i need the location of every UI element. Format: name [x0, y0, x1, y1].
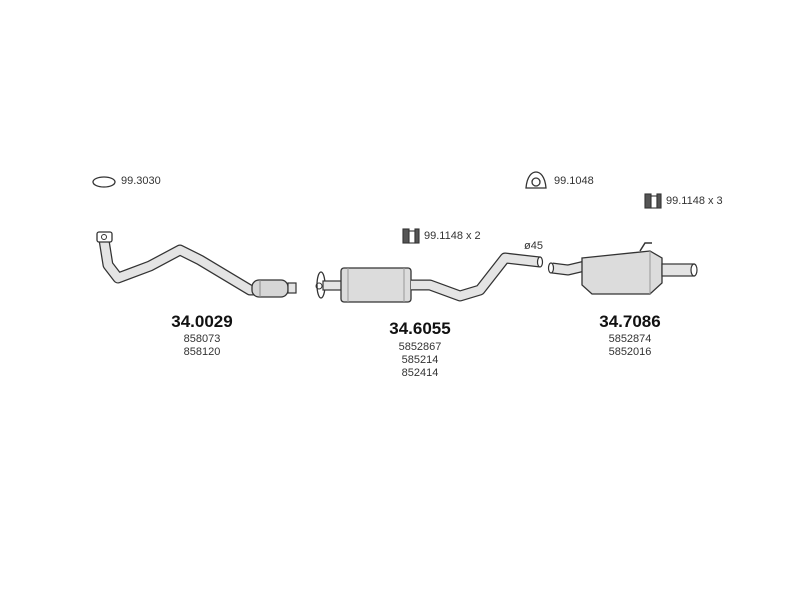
oe-ref: 585214: [401, 354, 439, 366]
part-number-front-pipe: 34.0029: [171, 312, 233, 331]
part-number-middle-silencer: 34.6055: [389, 319, 451, 338]
oe-ref: 5852867: [398, 341, 442, 353]
oe-refs-middle-silencer: 5852867 585214 852414: [370, 341, 470, 380]
middle-silencer-drawing: [315, 252, 544, 303]
oe-ref: 852414: [401, 367, 439, 379]
oe-ref: 858120: [183, 346, 221, 358]
oe-ref: 5852874: [608, 333, 652, 345]
hanger-part-number: 99.1048: [554, 175, 594, 187]
clamp-icon-middle: [402, 228, 420, 244]
clamp-icon-right: [644, 193, 662, 209]
oe-refs-rear-silencer: 5852874 5852016: [580, 333, 680, 359]
rubber-hanger-icon: [525, 171, 547, 189]
ring-gasket-icon: [92, 176, 116, 188]
oe-ref: 858073: [183, 333, 221, 345]
oe-ref: 5852016: [608, 346, 652, 358]
clamp-middle-part-number: 99.1148 x 2: [424, 230, 481, 242]
clamp-right-part-number: 99.1148 x 3: [666, 195, 723, 207]
oe-refs-front-pipe: 858073 858120: [152, 333, 252, 359]
diameter-label: ø45: [524, 240, 543, 252]
part-number-rear-silencer: 34.7086: [599, 312, 661, 331]
front-pipe-drawing: [96, 231, 297, 298]
rear-silencer-drawing: [547, 242, 698, 295]
ring-part-number: 99.3030: [121, 175, 161, 187]
